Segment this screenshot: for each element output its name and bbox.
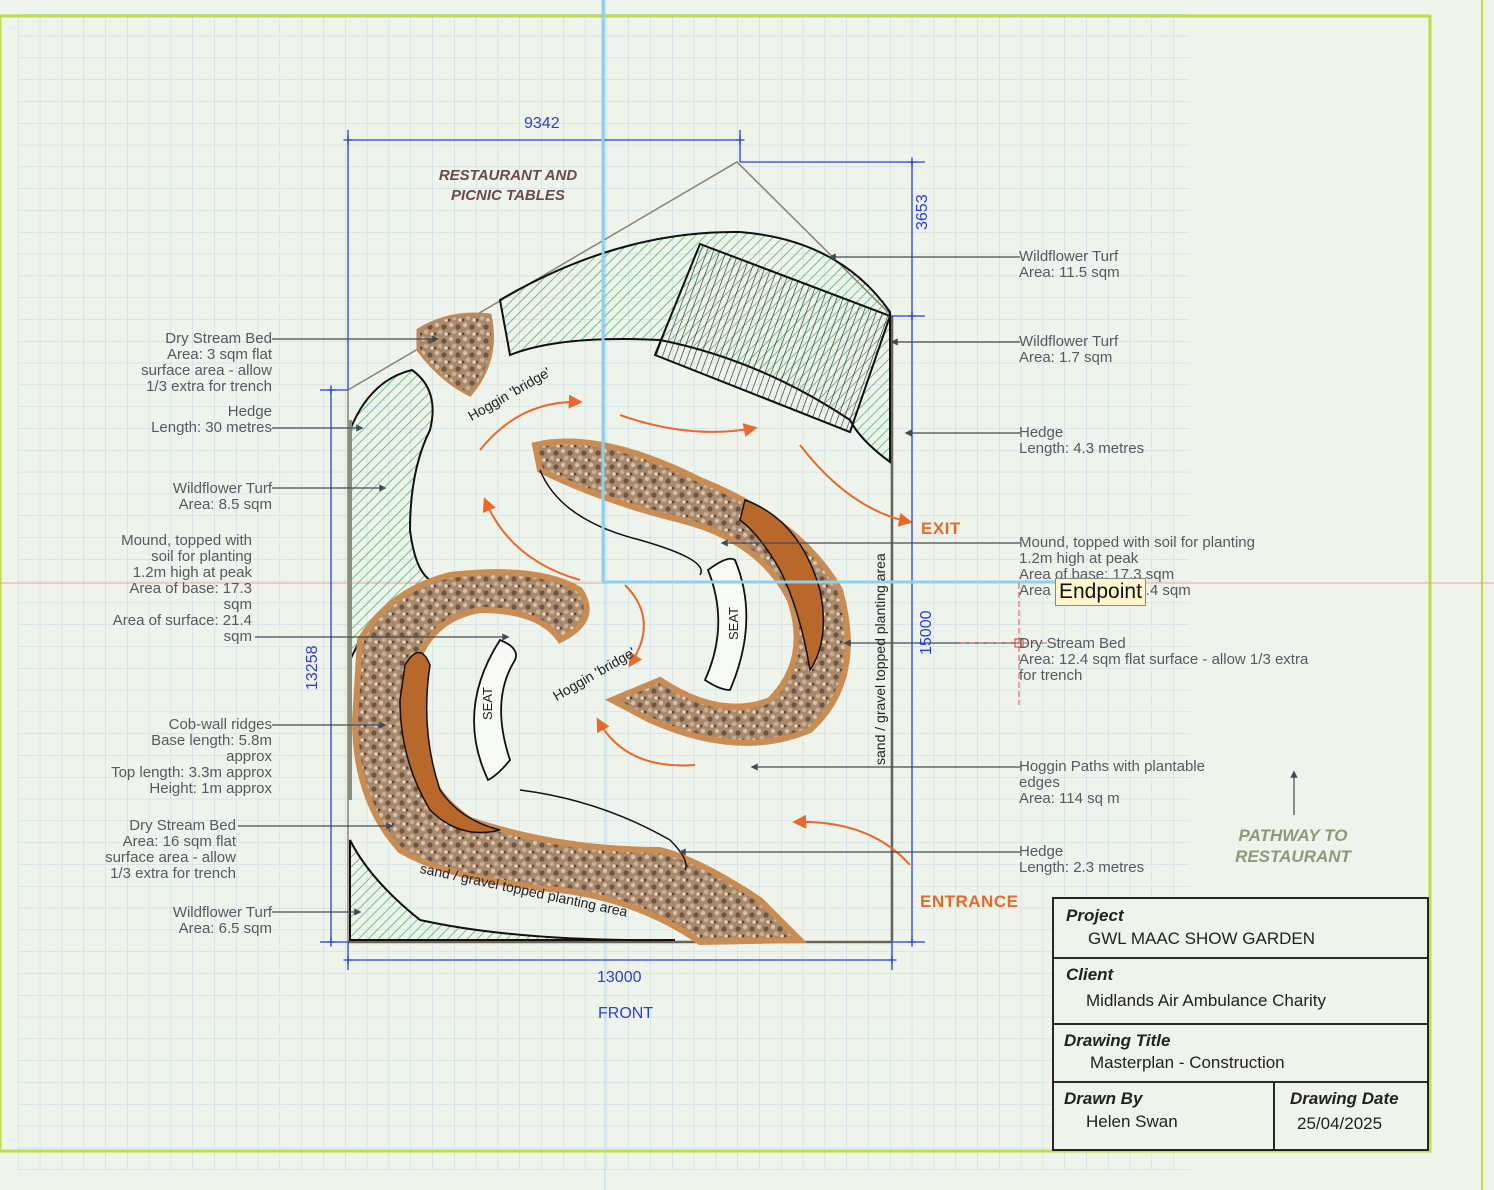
dim-right-top[interactable]: 3653: [914, 194, 931, 230]
tb-drawing-title-label: Drawing Title: [1064, 1031, 1171, 1050]
label-hedge-4-3: Hedge Length: 4.3 metres: [1019, 424, 1145, 457]
restaurant-decking[interactable]: [653, 242, 892, 434]
title-block: [1052, 897, 1429, 1151]
label-wildflower-11-5: Wildflower Turf Area: 11.5 sqm: [1019, 248, 1120, 281]
label-wildflower-8-5: Wildflower Turf Area: 8.5 sqm: [172, 480, 272, 513]
sand-gravel-right: sand / gravel topped planting area: [872, 553, 888, 765]
tb-drawn-by-value: Helen Swan: [1086, 1112, 1178, 1131]
dim-top-width[interactable]: 9342: [524, 115, 560, 132]
exit-label: EXIT: [921, 519, 961, 538]
label-hoggin-paths: Hoggin Paths with plantable edges Area: …: [1019, 758, 1205, 807]
label-dry-stream-bed-top: Dry Stream Bed Area: 3 sqm flat surface …: [141, 330, 272, 395]
label-mound-left: Mound, topped with soil for planting 1.2…: [112, 532, 252, 645]
dim-bottom-width[interactable]: 13000: [597, 969, 642, 986]
label-dry-stream-bed-16: Dry Stream Bed Area: 16 sqm flat surface…: [105, 817, 236, 882]
tb-client-label: Client: [1066, 965, 1114, 984]
selection-highlight: [601, 0, 1060, 584]
seat-right: SEAT: [726, 607, 741, 640]
leader-lines: [238, 253, 1298, 916]
tb-client-value: Midlands Air Ambulance Charity: [1086, 991, 1327, 1010]
dim-right-height[interactable]: 15000: [918, 610, 935, 656]
front-label: FRONT: [598, 1005, 654, 1022]
label-wildflower-1-7: Wildflower Turf Area: 1.7 sqm: [1019, 333, 1119, 366]
pathway-label: PATHWAY TO RESTAURANT: [1235, 826, 1351, 866]
label-hedge-2-3: Hedge Length: 2.3 metres: [1019, 843, 1145, 876]
entrance-label: ENTRANCE: [920, 892, 1019, 911]
tb-drawing-title-value: Masterplan - Construction: [1090, 1053, 1285, 1072]
snap-tooltip: Endpoint: [1055, 578, 1146, 606]
dimension-lines[interactable]: [320, 130, 925, 970]
dim-left-height[interactable]: 13258: [304, 645, 321, 691]
seat-left: SEAT: [480, 687, 495, 720]
tb-project-label: Project: [1066, 906, 1124, 925]
circulation-arrows: [479, 394, 913, 866]
tb-drawn-by-label: Drawn By: [1064, 1089, 1143, 1108]
restaurant-heading: RESTAURANT AND PICNIC TABLES: [438, 167, 578, 204]
gravel-beds[interactable]: [351, 438, 851, 946]
label-wildflower-6-5: Wildflower Turf Area: 6.5 sqm: [172, 904, 272, 937]
label-cob-wall: Cob-wall ridges Base length: 5.8m approx…: [111, 716, 272, 797]
label-hedge-30: Hedge Length: 30 metres: [151, 403, 272, 436]
label-dry-stream-bed-12-4: Dry Stream Bed Area: 12.4 sqm flat surfa…: [1019, 635, 1309, 684]
tb-drawing-date-label: Drawing Date: [1290, 1089, 1399, 1108]
seats[interactable]: [473, 557, 748, 782]
tb-project-value: GWL MAAC SHOW GARDEN: [1088, 929, 1315, 948]
tb-drawing-date-value: 25/04/2025: [1297, 1114, 1383, 1133]
